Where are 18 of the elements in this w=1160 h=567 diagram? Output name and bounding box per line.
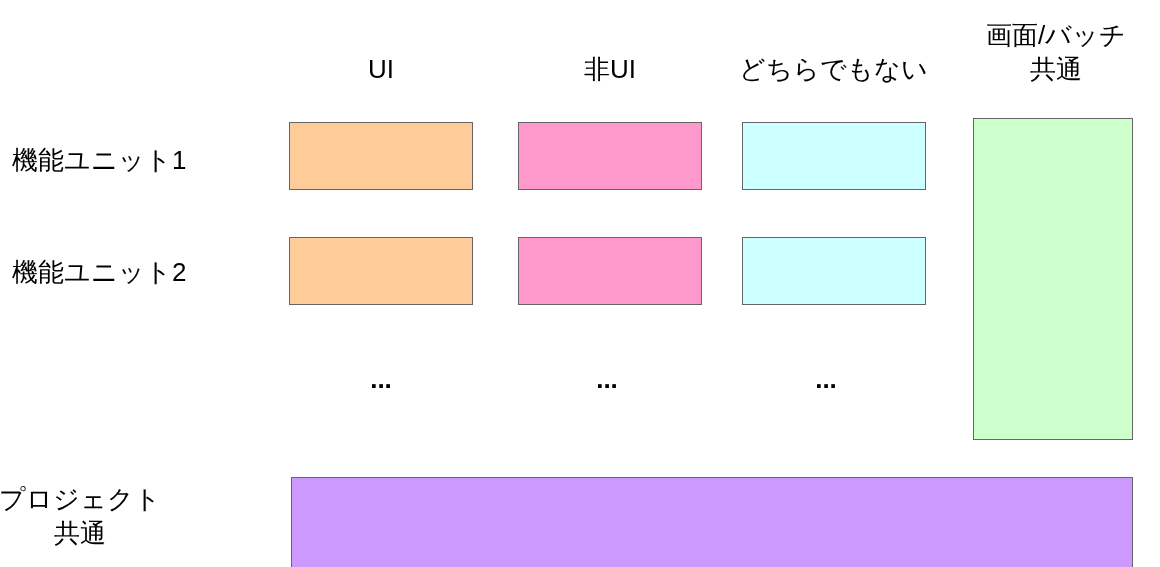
colored-box [289, 237, 473, 305]
colored-box [289, 122, 473, 190]
ellipsis: ... [814, 363, 838, 396]
row-header: 機能ユニット1 [12, 144, 187, 177]
colored-box [291, 477, 1133, 567]
colored-box [518, 237, 702, 305]
colored-box [973, 118, 1133, 440]
column-header: 非UI [583, 53, 637, 86]
column-header: 画面/バッチ共通 [984, 19, 1128, 86]
ellipsis: ... [369, 363, 393, 396]
row-header: プロジェクト共通 [0, 483, 161, 550]
column-header: どちらでもない [737, 53, 929, 86]
row-header: 機能ユニット2 [12, 256, 187, 289]
column-header: UI [367, 53, 395, 86]
colored-box [742, 237, 926, 305]
colored-box [518, 122, 702, 190]
ellipsis: ... [595, 363, 619, 396]
colored-box [742, 122, 926, 190]
